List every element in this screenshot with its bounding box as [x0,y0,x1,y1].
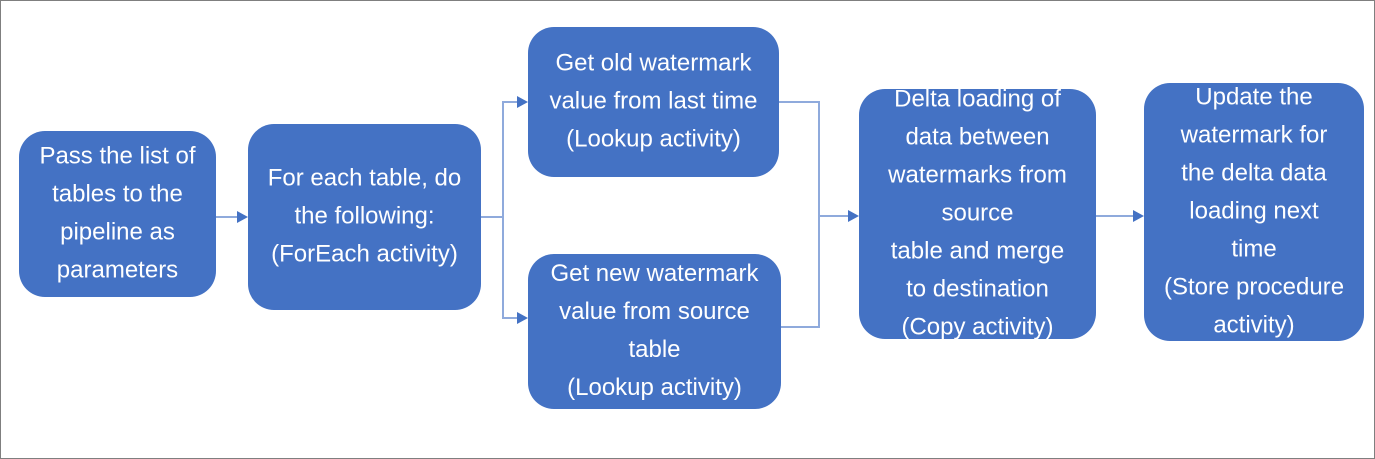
get-new-watermark-node-label-line: table [628,336,680,363]
update-watermark-node-label-line: (Store procedure [1164,273,1344,300]
delta-loading-node[interactable]: Delta loading of data between watermarks f… [859,85,1096,340]
pass-list-of-tables-node[interactable]: Pass the list of tables to the pipeline as… [19,131,216,297]
delta-loading-node-label-line: source [941,199,1013,226]
delta-loading-node-label-line: table and merge [891,237,1064,264]
connector-pass-to-foreach [216,211,248,223]
connector-new-watermark-to-delta-line [781,216,820,328]
update-watermark-node-label-line: the delta data [1181,159,1327,186]
connector-new-watermark-to-delta [781,216,820,328]
get-old-watermark-node-label-line: Get old watermark [555,49,752,76]
connector-foreach-to-new-watermark-line [502,217,522,319]
update-watermark-node-label-line: activity) [1213,311,1294,338]
delta-loading-node-label-line: watermarks from [887,161,1067,188]
connector-foreach-to-old-watermark-line [481,101,522,218]
connector-old-watermark-to-delta [779,101,859,222]
for-each-table-node-label-line: For each table, do [268,164,461,191]
connector-old-watermark-to-delta-line [779,101,853,217]
pass-list-of-tables-node-label-line: Pass the list of [39,142,195,169]
update-watermark-node[interactable]: Update the watermark for the delta data loa… [1144,83,1364,341]
delta-loading-node-label-line: to destination [906,275,1049,302]
arrow-head-icon [517,96,528,108]
update-watermark-node-label-line: watermark for [1180,121,1328,148]
for-each-table-node-label-line: (ForEach activity) [271,240,458,267]
arrow-head-icon [1133,210,1144,222]
get-new-watermark-node-label-line: Get new watermark [550,260,759,287]
delta-loading-node-shape[interactable] [859,89,1096,339]
get-new-watermark-node-shape[interactable] [528,254,781,409]
delta-loading-node-label-line: (Copy activity) [901,313,1053,340]
pass-list-of-tables-node-label-line: parameters [57,256,178,283]
get-old-watermark-node[interactable]: Get old watermark value from last time (Lo… [528,27,779,177]
delta-loading-node-label-line: Delta loading of [894,85,1061,112]
pass-list-of-tables-node-label-line: pipeline as [60,218,175,245]
for-each-table-node-label-line: the following: [294,202,434,229]
arrow-head-icon [848,210,859,222]
pass-list-of-tables-node-label-line: tables to the [52,180,183,207]
connector-foreach-to-old-watermark [481,96,528,218]
for-each-table-node[interactable]: For each table, do the following: (ForEach… [248,124,481,310]
arrow-head-icon [237,211,248,223]
arrow-head-icon [517,312,528,324]
update-watermark-node-label-line: time [1231,235,1276,262]
delta-loading-node-label-line: data between [905,123,1049,150]
update-watermark-node-label-line: Update the [1195,83,1312,110]
for-each-table-node-shape[interactable] [248,124,481,310]
get-old-watermark-node-label-line: value from last time [549,87,757,114]
get-old-watermark-node-label-line: (Lookup activity) [566,125,741,152]
node-layer: Pass the list of tables to the pipeline as… [19,27,1364,409]
update-watermark-node-label-line: loading next [1189,197,1319,224]
get-new-watermark-node-label-line: (Lookup activity) [567,374,742,401]
update-watermark-node-shape[interactable] [1144,83,1364,341]
connector-foreach-to-new-watermark [502,217,528,324]
get-new-watermark-node-label-line: value from source [559,298,750,325]
get-old-watermark-node-shape[interactable] [528,27,779,177]
pass-list-of-tables-node-shape[interactable] [19,131,216,297]
connector-delta-to-update [1096,210,1144,222]
get-new-watermark-node[interactable]: Get new watermark value from source table (… [528,254,781,409]
connector-layer [216,96,1144,328]
